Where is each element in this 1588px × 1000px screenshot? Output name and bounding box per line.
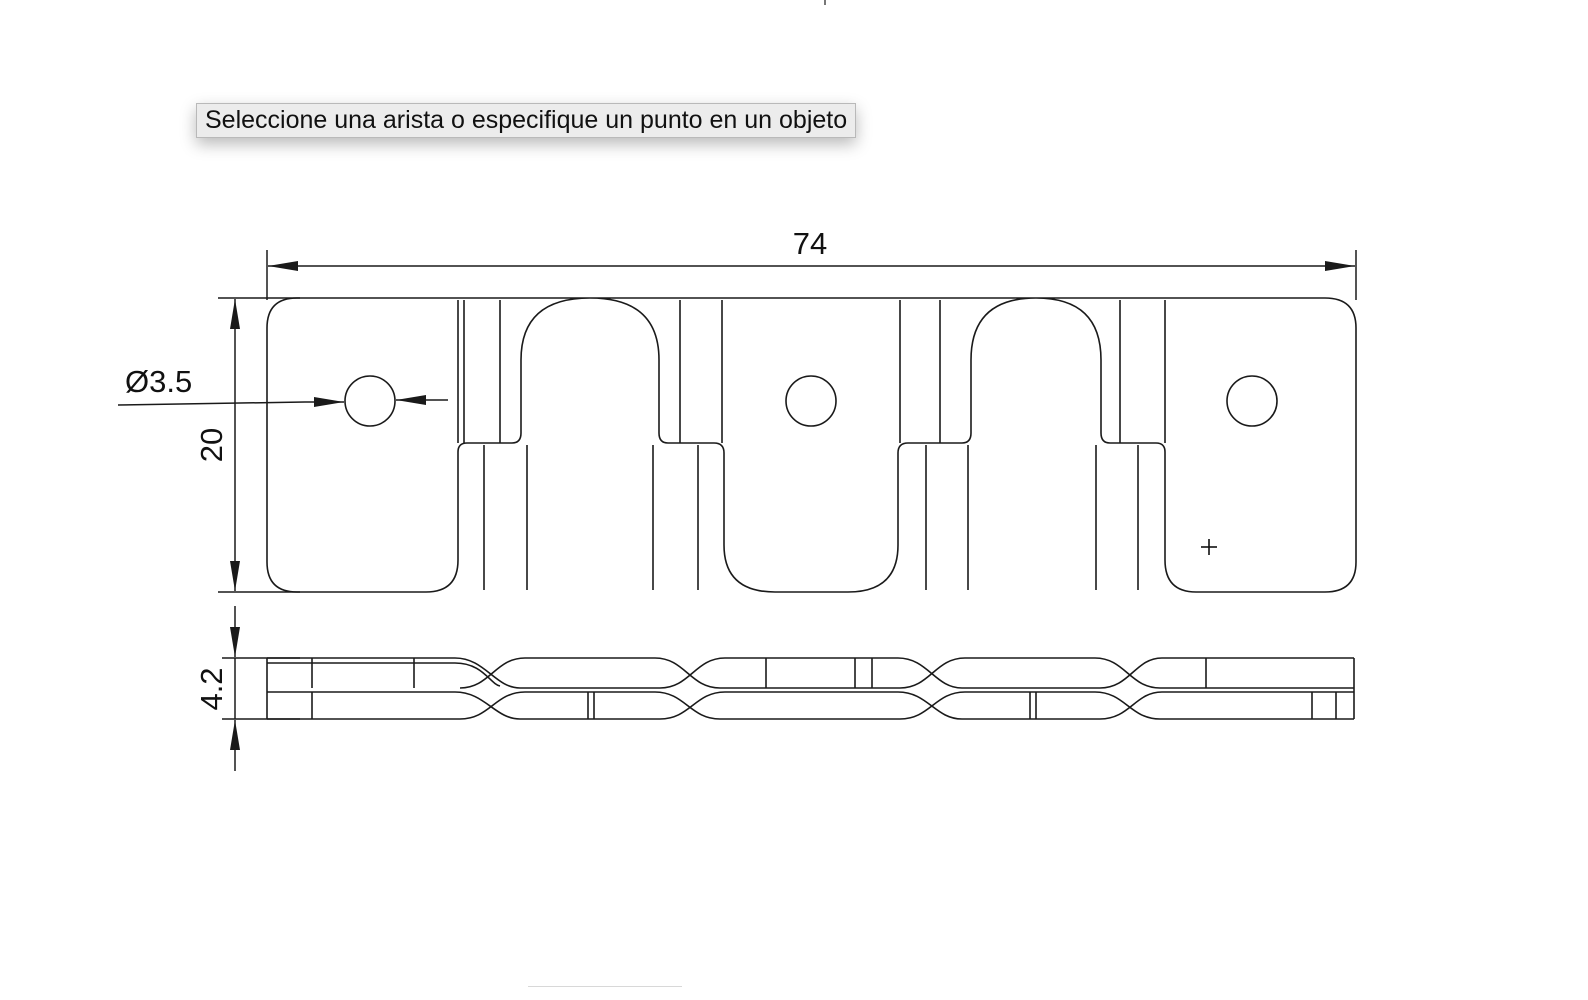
thickness-dimension[interactable] [222, 606, 300, 771]
side-view-part[interactable] [266, 657, 1355, 720]
height-dimension[interactable] [218, 297, 300, 593]
mounting-hole-left[interactable] [344, 375, 396, 427]
command-prompt-tooltip: Seleccione una arista o especifique un p… [196, 103, 857, 138]
diameter-dimension[interactable] [117, 395, 448, 407]
side-view-wave-a [459, 657, 1354, 689]
mounting-hole-center[interactable] [785, 375, 837, 427]
width-dimension[interactable] [266, 250, 1357, 300]
side-view-upper-inner [267, 662, 501, 687]
bottom-divider [528, 986, 682, 987]
thickness-dimension-text: 4.2 [194, 667, 229, 710]
diameter-dimension-text: Ø3.5 [125, 364, 192, 399]
height-dimension-text: 20 [194, 428, 229, 462]
side-view-upper-edge [267, 657, 1354, 689]
diameter-leader-left [117, 401, 306, 406]
top-view-part[interactable] [266, 297, 1357, 593]
part-outline [266, 297, 1357, 593]
canvas-top-marker [824, 0, 826, 5]
side-view-bottom-edge [267, 691, 1354, 720]
side-view-lower-edge [267, 691, 1354, 720]
mounting-hole-right[interactable] [1226, 375, 1278, 427]
crosshair-cursor-icon [1201, 539, 1217, 555]
width-dimension-text: 74 [793, 226, 827, 261]
